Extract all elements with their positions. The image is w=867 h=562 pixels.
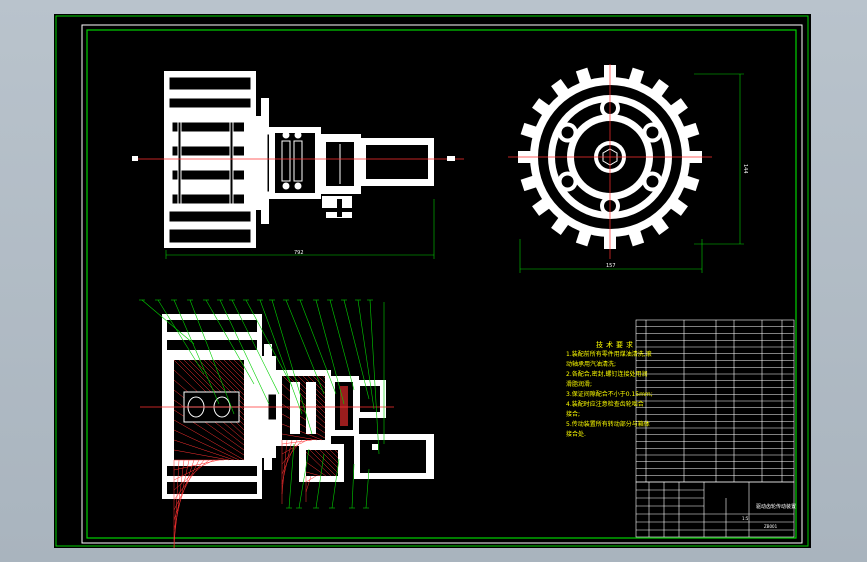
section-mark: [447, 156, 455, 161]
leader-lines: [139, 299, 385, 509]
dimension-label: 157: [606, 263, 616, 269]
technical-requirements-title: 技术要求: [596, 341, 636, 349]
requirement-line: 动轴承用汽油清洗;: [566, 361, 617, 368]
front-view: [164, 71, 434, 248]
technical-requirements: 技术要求 1.装配前所有零件用煤油清洗,滚 动轴承用汽油清洗; 2.各配合,密封…: [566, 340, 674, 440]
requirement-line: 1.装配前所有零件用煤油清洗,滚: [566, 351, 652, 358]
drawing-number: ZB001: [764, 524, 778, 529]
requirement-line: 3.保证间隙配合不小于0.15mm;: [566, 391, 653, 398]
requirement-line: 4.装配时应注意检查齿轮啮合: [566, 401, 644, 408]
parts-list: [635, 319, 795, 483]
cad-drawing-canvas: 792 157 144: [55, 15, 809, 548]
dimension-label: 144: [742, 164, 748, 174]
section-view: [162, 314, 434, 548]
dimension-label: 792: [294, 250, 304, 256]
drawing-scale: 1:5: [742, 516, 749, 521]
outer-frame: [55, 15, 809, 547]
requirement-line: 5.传动装置所有转动部分与箱体: [566, 421, 650, 428]
drawing-title: 驱动齿轮传动装置: [756, 503, 796, 510]
requirement-line: 2.各配合,密封,螺钉连接处用润: [566, 371, 648, 378]
requirement-line: 接合处.: [566, 431, 586, 438]
requirement-line: 滑脂润滑;: [566, 381, 593, 388]
section-mark: [132, 156, 138, 161]
drawing-border: [86, 29, 797, 539]
cad-viewport[interactable]: 792 157 144: [54, 14, 811, 548]
requirement-line: 接合;: [566, 411, 581, 418]
paper-frame: [81, 24, 803, 544]
title-block: [635, 481, 795, 538]
